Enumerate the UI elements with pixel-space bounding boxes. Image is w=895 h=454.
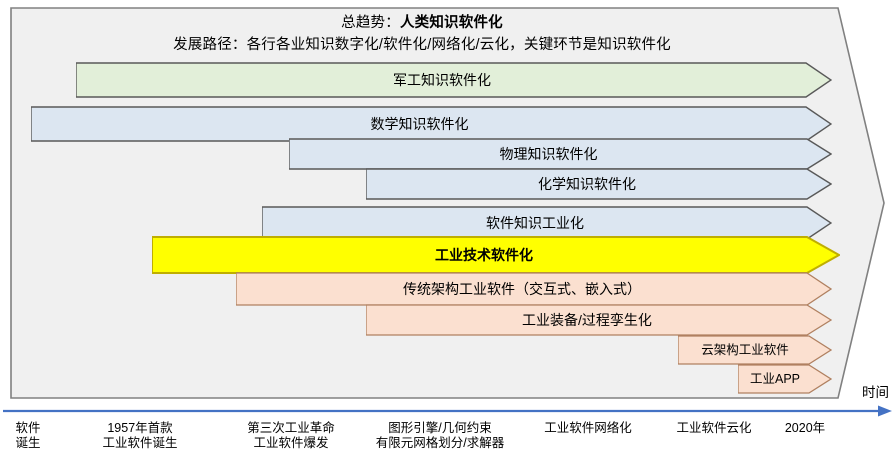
axis-tick-2: 第三次工业革命 工业软件爆发	[247, 421, 335, 451]
axis-tick-line1: 2020年	[784, 421, 826, 435]
axis-tick-5: 工业软件云化	[676, 421, 751, 436]
axis-tick-line2: 工业软件爆发	[253, 436, 329, 450]
axis-tick-line1: 软件	[15, 421, 41, 435]
bar-physics-knowledge-softwarization[interactable]: 物理知识软件化	[289, 138, 832, 170]
overall-trend-heading: 总趋势：人类知识软件化	[12, 11, 832, 32]
bar-label: 军工知识软件化	[393, 72, 491, 88]
bar-cloud-architecture-industrial-software[interactable]: 云架构工业软件	[678, 335, 832, 365]
bar-chemistry-knowledge-softwarization[interactable]: 化学知识软件化	[366, 168, 832, 200]
bar-label: 传统架构工业软件（交互式、嵌入式）	[403, 281, 641, 297]
axis-tick-line1: 第三次工业革命	[247, 421, 335, 435]
bar-label: 数学知识软件化	[370, 116, 469, 132]
bar-mathematics-knowledge-softwarization[interactable]: 数学知识软件化	[31, 106, 832, 142]
bar-label: 云架构工业软件	[701, 342, 789, 357]
bar-label: 化学知识软件化	[538, 176, 636, 192]
bar-military-knowledge-softwarization[interactable]: 军工知识软件化	[76, 62, 832, 98]
time-axis-caption: 时间	[862, 385, 889, 400]
axis-tick-line1: 工业软件云化	[676, 421, 752, 435]
overall-trend-label: 总趋势：	[341, 15, 400, 31]
overall-trend-value: 人类知识软件化	[399, 15, 503, 31]
axis-tick-3: 图形引擎/几何约束 有限元网格划分/求解器	[376, 421, 504, 451]
axis-tick-6: 2020年	[785, 421, 825, 436]
bar-industrial-app[interactable]: 工业APP	[738, 364, 832, 394]
axis-tick-line2: 有限元网格划分/求解器	[375, 436, 505, 450]
bar-industrial-equipment-process-twinning[interactable]: 工业装备/过程孪生化	[366, 304, 832, 336]
bar-software-knowledge-industrialization[interactable]: 软件知识工业化	[262, 206, 832, 240]
axis-tick-line1: 图形引擎/几何约束	[388, 421, 492, 435]
axis-tick-line1: 1957年首款	[107, 421, 173, 435]
bar-traditional-architecture-industrial-software[interactable]: 传统架构工业软件（交互式、嵌入式）	[236, 272, 832, 306]
bar-label: 软件知识工业化	[486, 215, 584, 231]
bar-label: 工业技术软件化	[435, 247, 533, 263]
axis-tick-line2: 诞生	[15, 436, 41, 450]
axis-tick-line2: 工业软件诞生	[102, 436, 178, 450]
bar-label: 物理知识软件化	[499, 146, 598, 162]
bar-label: 工业装备/过程孪生化	[522, 312, 652, 328]
development-path-label: 发展路径：	[173, 37, 247, 53]
bar-industrial-technology-softwarization[interactable]: 工业技术软件化	[152, 236, 840, 274]
development-path-heading: 发展路径：各行各业知识数字化/软件化/网络化/云化，关键环节是知识软件化	[12, 33, 832, 54]
bar-label: 工业APP	[749, 371, 800, 386]
axis-tick-line1: 工业软件网络化	[544, 421, 632, 435]
development-path-value: 各行各业知识数字化/软件化/网络化/云化，关键环节是知识软件化	[246, 37, 671, 53]
time-axis-line	[3, 405, 892, 417]
axis-tick-0: 软件 诞生	[15, 421, 40, 451]
axis-tick-1: 1957年首款 工业软件诞生	[102, 421, 177, 451]
axis-tick-4: 工业软件网络化	[544, 421, 632, 436]
